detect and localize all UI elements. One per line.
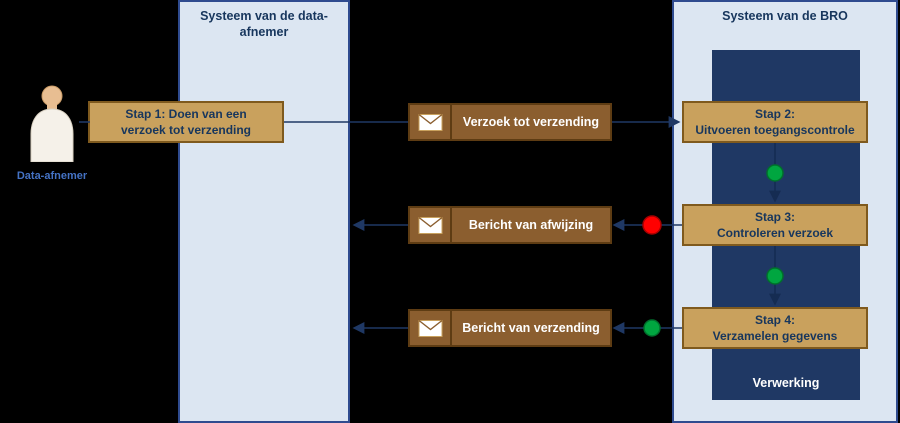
message-label: Bericht van verzending: [462, 321, 600, 335]
message-bericht-van-afwijzing: Bericht van afwijzing: [408, 206, 612, 244]
panel-title-data-afnemer: Systeem van de data-afnemer: [200, 9, 328, 40]
person-icon: [30, 85, 74, 163]
person-neck: [47, 103, 57, 111]
step1-box: Stap 1: Doen van een verzoek tot verzend…: [88, 101, 284, 143]
message-label: Bericht van afwijzing: [468, 218, 594, 232]
step4-box: Stap 4: Verzamelen gegevens: [682, 307, 868, 349]
panel-data-afnemer-system: Systeem van de data-afnemer: [178, 0, 350, 423]
person-body: [30, 108, 74, 163]
verwerking-label: Verwerking: [752, 376, 820, 390]
message-verzoek-tot-verzending: Verzoek tot verzending: [408, 103, 612, 141]
step3-line1: Stap 3:: [754, 209, 795, 224]
message-bericht-van-verzending: Bericht van verzending: [408, 309, 612, 347]
envelope-icon: [410, 311, 452, 345]
message-label: Verzoek tot verzending: [462, 115, 600, 129]
status-dot-green-verzending: [643, 319, 661, 337]
step2-box: Stap 2: Uitvoeren toegangscontrole: [682, 101, 868, 143]
actor-label: Data-afnemer: [16, 170, 88, 182]
panel-title-bro: Systeem van de BRO: [722, 9, 848, 23]
step4-line2: Verzamelen gegevens: [712, 329, 838, 343]
status-dot-red-afwijzing: [642, 215, 662, 235]
step3-box: Stap 3: Controleren verzoek: [682, 204, 868, 246]
envelope-icon: [410, 208, 452, 242]
step1-line2: verzoek tot verzending: [120, 123, 252, 137]
step2-line2: Uitvoeren toegangscontrole: [695, 123, 855, 137]
envelope-icon: [410, 105, 452, 139]
step2-line1: Stap 2:: [754, 106, 795, 121]
step4-line1: Stap 4:: [754, 312, 795, 327]
actor-figure: [24, 84, 80, 163]
step3-line2: Controleren verzoek: [716, 226, 834, 240]
step1-line1: Stap 1: Doen van een: [125, 106, 247, 121]
